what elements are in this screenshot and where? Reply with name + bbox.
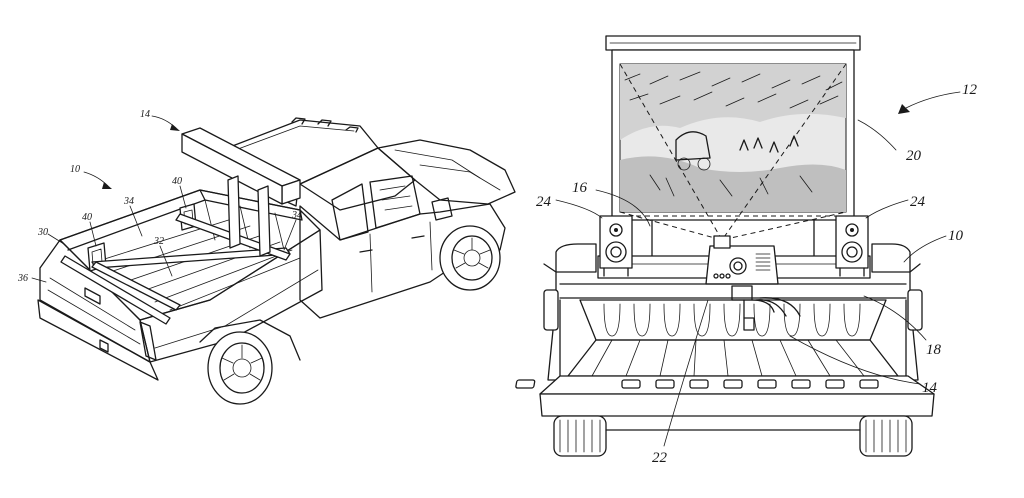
front-door-window: [370, 176, 420, 228]
projected-image: [620, 64, 846, 212]
ref-label-16: 16: [572, 180, 588, 196]
ref-label-24-right: 24: [910, 194, 926, 210]
tailgate-handle: [85, 288, 100, 304]
ref-label-12: 12: [962, 82, 978, 98]
roof-edge-line: [230, 126, 354, 152]
ref-label-24-left: 24: [536, 194, 552, 210]
front-wheel: [440, 226, 500, 290]
bed-wall-ribs-right: [604, 304, 860, 336]
arrow-14: [170, 124, 180, 131]
truck-rear-perspective: 14 10 40 40 34 34 30 32 36: [17, 109, 515, 404]
ref-label-14: 14: [140, 109, 150, 120]
ref-label-34-b: 34: [291, 210, 302, 221]
leader-36: [32, 278, 46, 282]
speaker-right: [836, 216, 868, 276]
ref-label-14-right: 14: [922, 380, 938, 396]
arrow-12: [898, 104, 910, 114]
rear-door-window: [332, 184, 368, 240]
tailgate-edge: [540, 394, 934, 416]
bed-floor: [568, 340, 898, 376]
ref-label-36: 36: [17, 273, 28, 284]
ref-label-20: 20: [906, 148, 922, 164]
front-door-handle: [412, 236, 424, 238]
leader-40-b: [90, 222, 96, 246]
leader-12: [906, 92, 960, 108]
support-post-right: [258, 186, 270, 256]
side-mirror: [432, 198, 452, 220]
ref-label-40-a: 40: [172, 176, 182, 187]
projector: [706, 236, 778, 284]
hood: [378, 140, 515, 204]
leader-24-left: [556, 200, 602, 218]
tailgate-lines: [48, 278, 140, 344]
ref-label-18: 18: [926, 342, 942, 358]
leader-24-right: [866, 200, 908, 218]
ref-label-22: 22: [652, 450, 668, 466]
bed-floor-ribs-rear: [592, 340, 864, 376]
support-post-left: [228, 176, 240, 248]
cable-box: [744, 318, 754, 330]
rear-wheel: [208, 332, 272, 404]
tailgate-top: [540, 376, 934, 394]
speaker-left: [600, 216, 632, 276]
ref-label-30: 30: [37, 227, 48, 238]
truck-rear-view: 12 20 16 24 24 10 18 14 22: [516, 36, 978, 466]
side-windows: [300, 148, 415, 210]
rear-tire-left: [554, 416, 606, 456]
rear-bumper: [38, 300, 158, 380]
ref-label-32: 32: [153, 236, 164, 247]
arrow-10: [102, 182, 112, 189]
taillight-left: [544, 290, 558, 330]
leader-22: [664, 300, 708, 446]
left-bed-rail-top: [556, 244, 596, 272]
leader-34-b: [284, 220, 296, 250]
ref-label-40-b: 40: [82, 212, 92, 223]
leader-20: [858, 120, 896, 150]
ref-label-10: 10: [70, 164, 80, 175]
right-bed-rail-top: [872, 244, 910, 272]
rear-tire-right: [860, 416, 912, 456]
cables: [744, 298, 800, 318]
ref-label-10-right: 10: [948, 228, 964, 244]
hood-vent: [420, 165, 500, 190]
door-seams: [370, 222, 432, 292]
ref-label-34-a: 34: [123, 196, 134, 207]
bed-inner-wall: [580, 300, 886, 340]
roof-light-side: [346, 127, 358, 132]
leader-34-a: [130, 206, 142, 236]
